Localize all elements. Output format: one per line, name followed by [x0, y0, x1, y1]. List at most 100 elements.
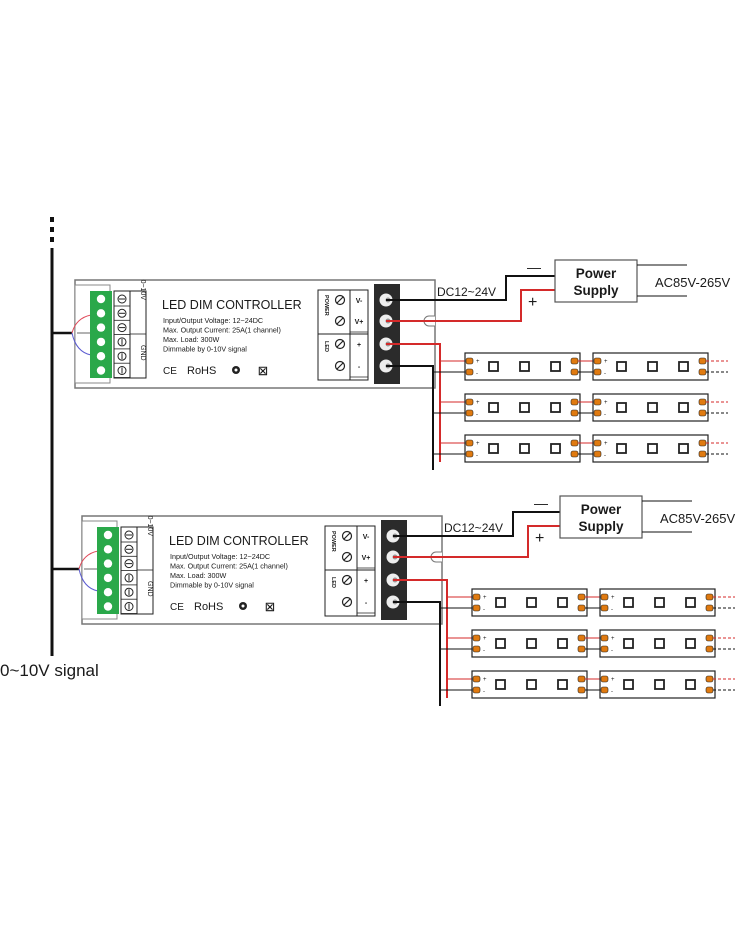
signal-wire-negative	[78, 568, 99, 592]
strip-pad-positive-out	[698, 357, 707, 365]
strip-pad-positive-out	[570, 439, 579, 447]
led-chip	[495, 679, 506, 690]
pad-minus-label: -	[611, 648, 613, 654]
led-chip	[647, 443, 658, 454]
led-chip	[654, 597, 665, 608]
output-screw-slot	[343, 576, 351, 584]
led-chip	[488, 443, 499, 454]
led-chip	[519, 361, 530, 372]
bus-dot	[50, 227, 54, 232]
bus-dot	[50, 237, 54, 242]
led-chip	[526, 597, 537, 608]
pad-minus-label: -	[476, 371, 478, 377]
strip-pad-positive	[600, 675, 609, 683]
power-supply-box	[559, 495, 643, 539]
pad-plus-label: +	[611, 636, 615, 642]
signal-wire-positive	[78, 550, 99, 570]
led-chip	[616, 402, 627, 413]
psu-label-line2: Supply	[578, 519, 623, 534]
terminal-hole	[103, 588, 113, 597]
strip-pad-negative-out	[577, 645, 586, 653]
terminal-label: V+	[362, 555, 371, 562]
pad-plus-label: +	[604, 359, 608, 365]
strip-pad-negative	[472, 645, 481, 653]
strip-pad-positive-out	[577, 593, 586, 601]
input-terminal-green	[90, 291, 112, 378]
strip-pad-positive	[472, 593, 481, 601]
output-screw-slot	[343, 532, 351, 540]
strip-pad-negative-out	[698, 409, 707, 417]
strip-pad-negative	[600, 645, 609, 653]
power-supply-box	[554, 259, 638, 303]
output-screw-slot	[336, 362, 344, 370]
pad-plus-label: +	[476, 441, 480, 447]
strip-pad-negative-out	[698, 450, 707, 458]
strip-pad-positive-out	[698, 398, 707, 406]
led-chip	[488, 361, 499, 372]
pad-plus-label: +	[483, 595, 487, 601]
strip-pad-positive-out	[705, 593, 714, 601]
led-chip	[647, 361, 658, 372]
led-positive-bus	[393, 579, 448, 698]
led-negative-bus	[393, 601, 441, 706]
led-chip	[678, 361, 689, 372]
led-chip	[495, 597, 506, 608]
gear-icon-center	[241, 604, 245, 608]
pad-minus-label: -	[483, 607, 485, 613]
controller-spec: Max. Output Current: 25A(1 channel)	[163, 326, 281, 335]
controller-spec: Max. Load: 300W	[170, 571, 227, 580]
terminal-hole	[103, 573, 113, 583]
dc-voltage-label: DC12~24V	[437, 285, 496, 299]
wire-psu-negative	[386, 275, 555, 301]
psu-label-line2: Supply	[573, 283, 618, 298]
led-negative-bus	[386, 365, 434, 470]
psu-plus-label: +	[528, 294, 537, 311]
signal-wire-positive	[71, 314, 92, 334]
controller-spec: Max. Load: 300W	[163, 335, 220, 344]
input-label-0-10v: 0~10V	[139, 280, 146, 301]
led-chip	[678, 402, 689, 413]
output-screw-slot	[336, 340, 344, 348]
led-chip	[685, 638, 696, 649]
strip-pad-positive	[465, 439, 474, 447]
pad-plus-label: +	[611, 595, 615, 601]
ac-voltage-label: AC85V-265V	[655, 275, 730, 290]
pad-minus-label: -	[483, 648, 485, 654]
strip-pad-negative	[472, 604, 481, 612]
terminal-hole	[96, 337, 106, 347]
led-label: LED	[330, 577, 336, 588]
terminal-hole	[96, 309, 106, 318]
led-chip	[488, 402, 499, 413]
led-chip	[519, 443, 530, 454]
bus-dot	[50, 217, 54, 222]
led-chip	[557, 597, 568, 608]
controller-spec: Input/Output Voltage: 12~24DC	[163, 316, 263, 325]
input-terminal-green	[97, 527, 119, 614]
strip-pad-positive-out	[698, 439, 707, 447]
led-chip	[685, 597, 696, 608]
led-chip	[678, 443, 689, 454]
strip-pad-negative-out	[705, 604, 714, 612]
rohs-mark: RoHS	[187, 365, 216, 377]
led-chip	[623, 597, 634, 608]
terminal-label: V+	[355, 319, 364, 326]
terminal-hole	[96, 323, 106, 332]
strip-pad-positive	[600, 593, 609, 601]
input-label-gnd: GND	[139, 345, 146, 361]
led-chip	[550, 402, 561, 413]
led-chip	[616, 443, 627, 454]
led-chip	[623, 638, 634, 649]
strip-pad-negative-out	[705, 645, 714, 653]
weee-bin-icon: ☒	[265, 602, 275, 614]
strip-pad-positive	[472, 634, 481, 642]
strip-pad-negative	[465, 450, 474, 458]
input-label-column	[136, 526, 154, 615]
terminal-hole	[103, 602, 113, 611]
terminal-hole	[103, 545, 113, 554]
input-label-0-10v: 0~10V	[146, 516, 153, 537]
output-screw-slot	[343, 598, 351, 606]
signal-bus: 0~10V signal	[0, 217, 99, 680]
led-chip	[557, 679, 568, 690]
psu-label-line1: Power	[581, 502, 622, 517]
